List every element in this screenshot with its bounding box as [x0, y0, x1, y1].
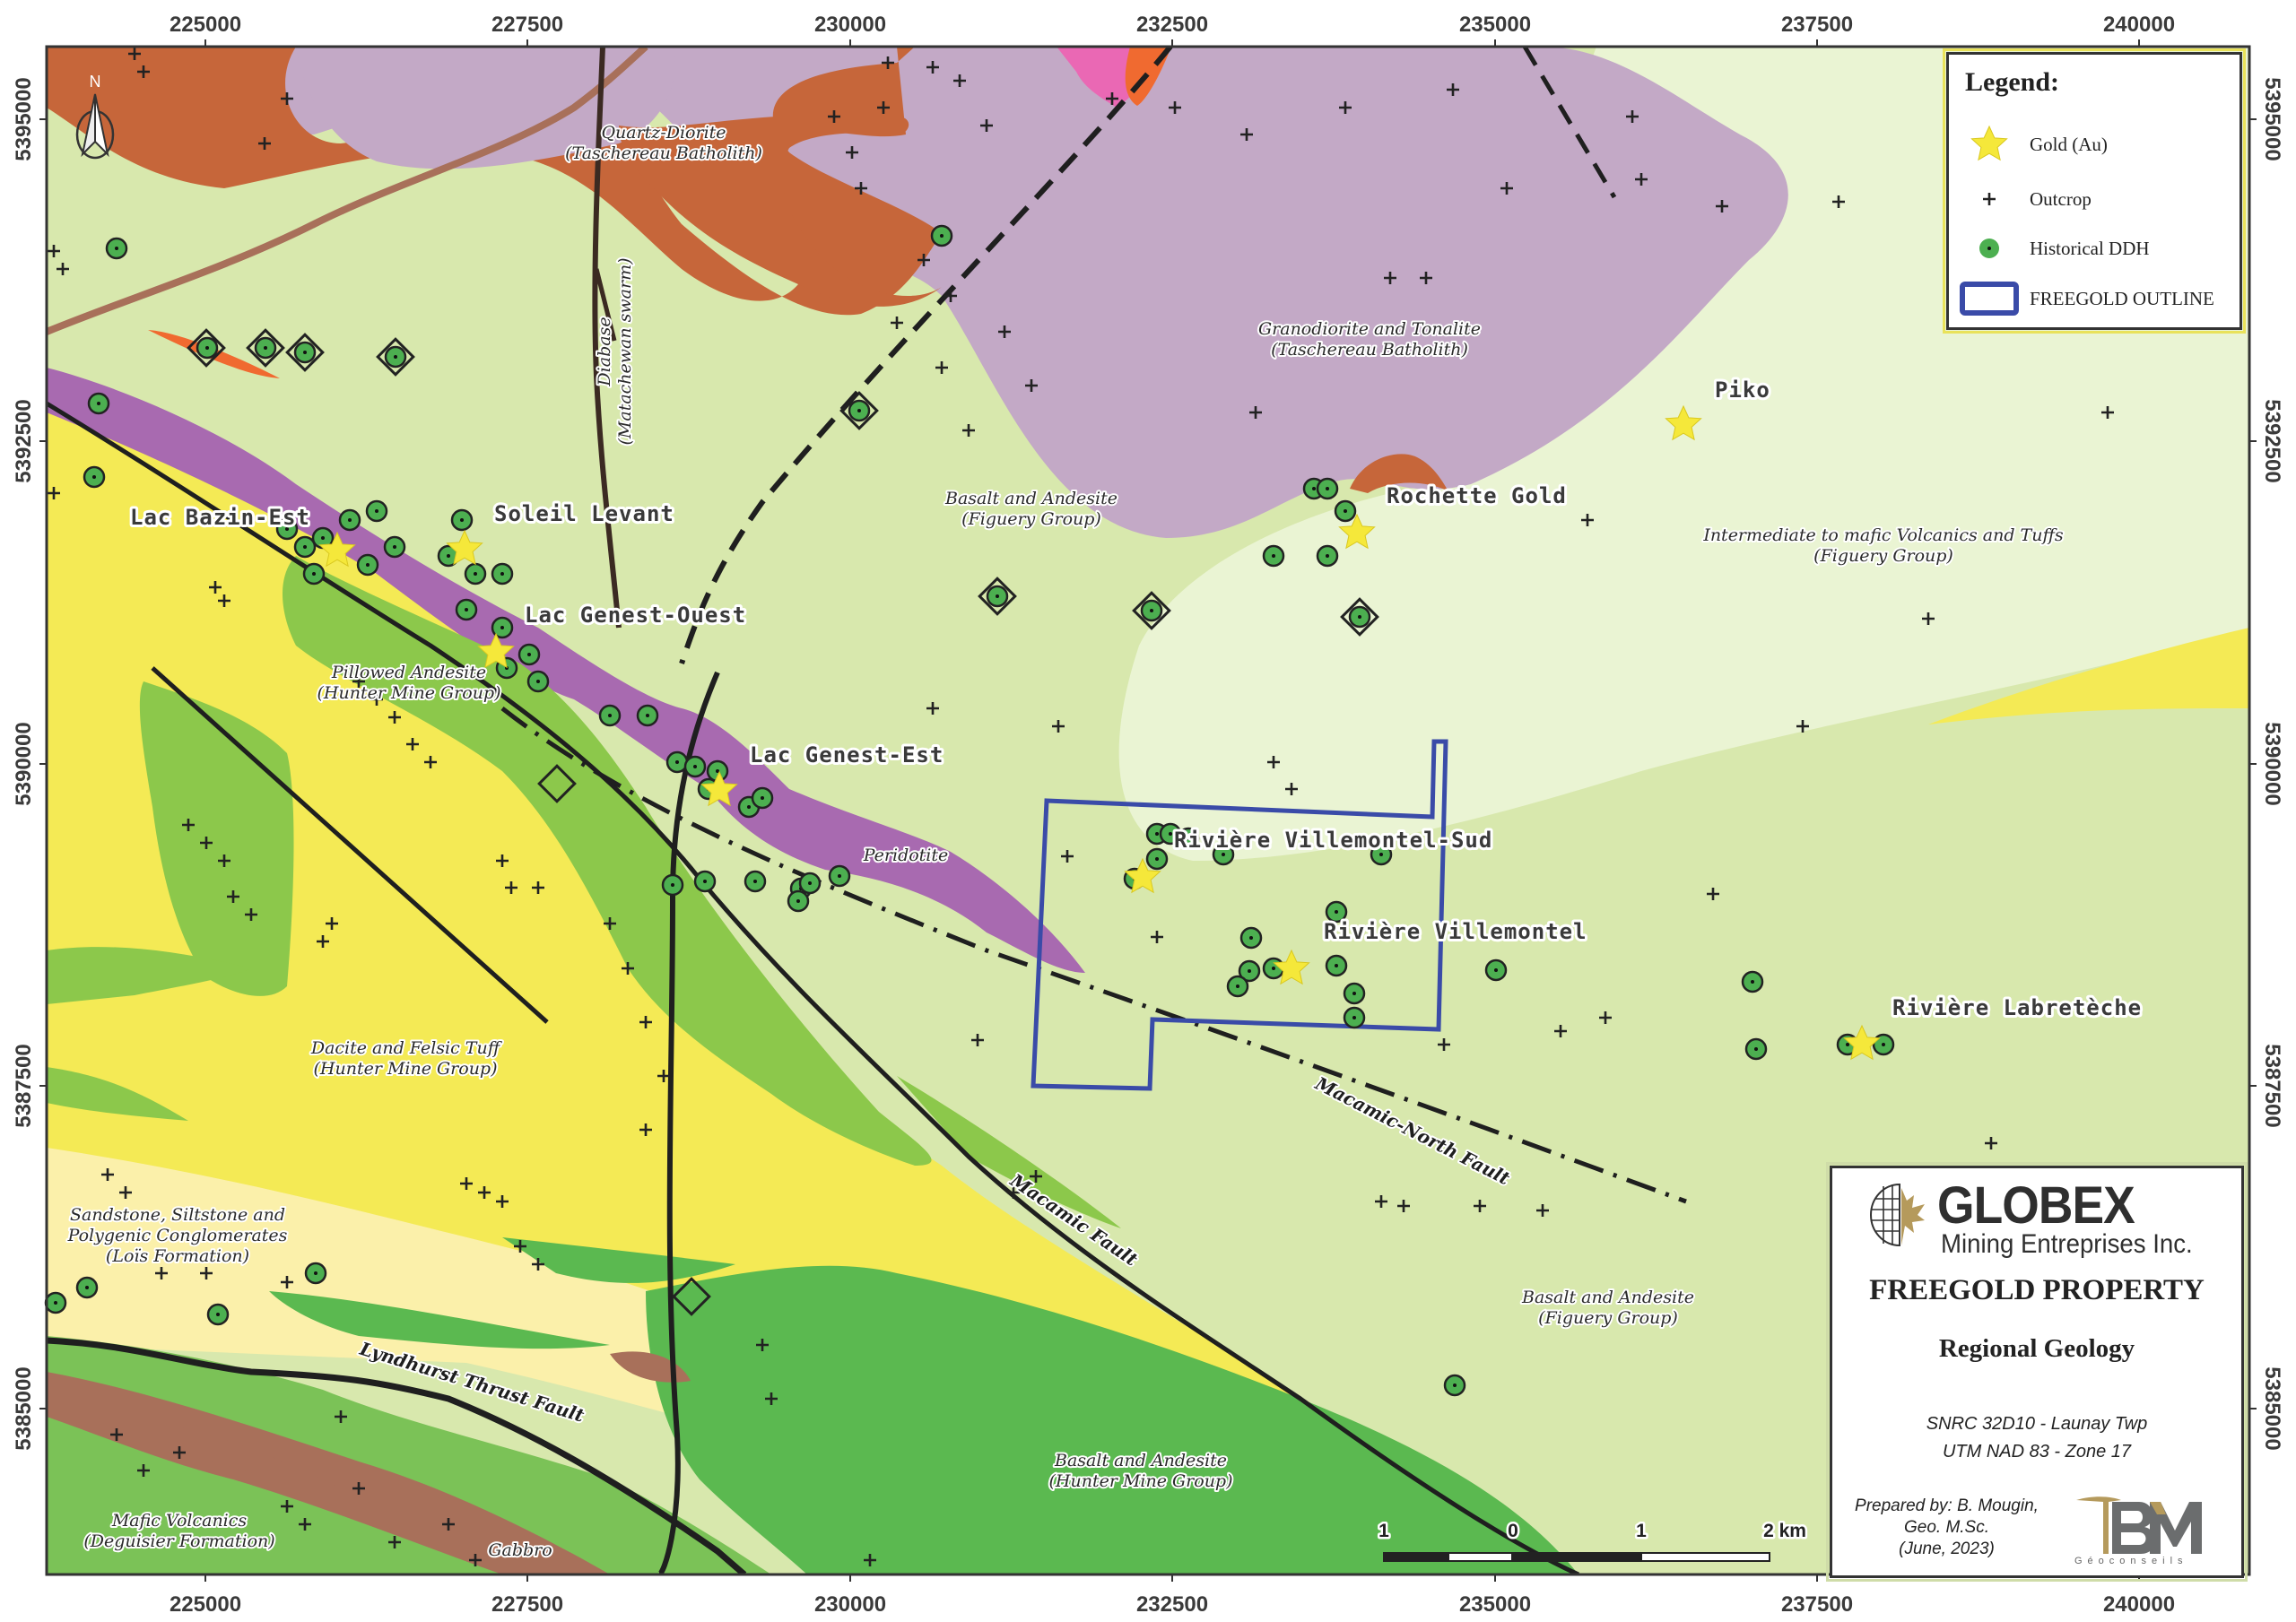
legend-item-gold: Gold (Au): [1949, 125, 2239, 162]
svg-text:232500: 232500: [1136, 1592, 1208, 1617]
legend-label-ddh: Historical DDH: [2030, 237, 2150, 259]
structures: [47, 47, 1687, 1574]
reference-line-1: SNRC 32D10 - Launay Twp: [1926, 1414, 2148, 1434]
prospect-label-soleil-levant[interactable]: Soleil Levant: [491, 499, 676, 529]
ddh-circle-icon: [1949, 230, 2030, 266]
svg-text:225000: 225000: [170, 1592, 241, 1617]
legend-label-outcrop: Outcrop: [2030, 187, 2092, 210]
unit-label-dacite-tuff: Dacite and Felsic Tuff(Hunter Mine Group…: [310, 1038, 503, 1079]
prepared-line-2: Geo. M.Sc.: [1903, 1518, 1990, 1537]
prepared-line-1: Prepared by: B. Mougin,: [1855, 1496, 2039, 1515]
svg-text:230000: 230000: [814, 1592, 886, 1617]
outline-rect-icon: [1949, 281, 2030, 317]
svg-text:5392500: 5392500: [12, 399, 36, 482]
x-axis-top: 225000 227500 230000 232500 235000 23750…: [170, 13, 2175, 47]
unit-label-basalt-hunter: Basalt and Andesite(Hunter Mine Group): [1048, 1451, 1232, 1491]
prospect-label-riviere-labreteche[interactable]: Rivière Labretèche: [1890, 993, 2144, 1023]
legend-title: Legend:: [1965, 67, 2059, 97]
svg-text:240000: 240000: [2103, 13, 2175, 37]
prepared-by: Prepared by: B. Mougin, Geo. M.Sc. (June…: [1832, 1496, 2061, 1560]
company-tagline: Mining Entreprises Inc.: [1941, 1229, 2193, 1259]
prospect-label-lac-bazin-est[interactable]: Lac Bazin-Est: [127, 502, 312, 533]
unit-label-granodiorite: Granodiorite and Tonalite(Taschereau Bat…: [1258, 319, 1481, 360]
map-frame: [45, 45, 2251, 1576]
prospect-label-rochette-gold[interactable]: Rochette Gold: [1384, 481, 1569, 511]
prospect-label-lac-genest-ouest[interactable]: Lac Genest-Ouest: [522, 600, 748, 630]
prepared-line-3: (June, 2023): [1899, 1540, 1995, 1558]
svg-text:5385000: 5385000: [12, 1366, 36, 1450]
reference-line-2: UTM NAD 83 - Zone 17: [1942, 1442, 2132, 1462]
scale-bar: 1 0 1 2 km: [1377, 1519, 1808, 1562]
prospect-labels: Lac Bazin-Est Soleil Levant Lac Genest-O…: [127, 375, 2144, 1023]
svg-text:5387500: 5387500: [2260, 1044, 2284, 1127]
unit-label-mafic-volcanics-deguisier: Mafic Volcanics(Deguisier Formation): [83, 1511, 274, 1551]
unit-label-quartz-diorite: Quartz-Diorite(Taschereau Batholith): [565, 123, 762, 163]
svg-text:5392500: 5392500: [2260, 399, 2284, 482]
unit-labels: Quartz-Diorite(Taschereau Batholith) Gra…: [65, 121, 2066, 1562]
svg-text:1: 1: [1636, 1521, 1647, 1541]
svg-text:235000: 235000: [1459, 13, 1531, 37]
freegold-outline[interactable]: [1031, 739, 1448, 1091]
y-axis-left: 5395000 5392500 5390000 5387500 5385000: [12, 77, 47, 1451]
svg-text:227500: 227500: [491, 13, 563, 37]
prospect-label-piko[interactable]: Piko: [1712, 375, 1772, 405]
legend-label-gold: Gold (Au): [2030, 133, 2108, 155]
svg-text:5390000: 5390000: [12, 722, 36, 805]
svg-text:230000: 230000: [814, 13, 886, 37]
svg-text:225000: 225000: [170, 13, 241, 37]
svg-text:5387500: 5387500: [12, 1044, 36, 1127]
map-reference: SNRC 32D10 - Launay Twp UTM NAD 83 - Zon…: [1832, 1410, 2241, 1466]
unit-label-peridotite: Peridotite: [863, 846, 949, 865]
svg-text:5395000: 5395000: [2260, 77, 2284, 160]
outcrop-cross-icon: [1949, 181, 2030, 217]
legend-label-outline: FREEGOLD OUTLINE: [2030, 287, 2214, 309]
svg-text:2 km: 2 km: [1763, 1521, 1806, 1541]
geology-units: [47, 47, 2249, 1574]
prospect-label-lac-genest-est[interactable]: Lac Genest-Est: [747, 740, 945, 770]
prospect-label-riviere-villemontel-sud[interactable]: Rivière Villemontel-Sud: [1171, 825, 1494, 855]
svg-text:1: 1: [1378, 1521, 1389, 1541]
bm-geoconseils-logo-icon: [2076, 1496, 2202, 1554]
svg-text:240000: 240000: [2103, 1592, 2175, 1617]
title-block: GLOBEX Mining Entreprises Inc. FREEGOLD …: [1826, 1162, 2248, 1582]
property-subtitle: Regional Geology: [1938, 1334, 2135, 1363]
svg-text:N: N: [90, 73, 101, 91]
svg-text:232500: 232500: [1136, 13, 1208, 37]
unit-label-basalt-figuery-north: Basalt and Andesite(Figuery Group): [944, 489, 1118, 529]
north-arrow-icon: N: [75, 73, 115, 160]
svg-text:237500: 237500: [1781, 13, 1853, 37]
svg-text:235000: 235000: [1459, 1592, 1531, 1617]
svg-text:0: 0: [1508, 1521, 1518, 1541]
unit-label-gabbro: Gabbro: [488, 1540, 552, 1560]
legend-item-outline: FREEGOLD OUTLINE: [1949, 281, 2239, 317]
ddh-diamond-markers: [187, 328, 1379, 1316]
property-title: FREEGOLD PROPERTY: [1869, 1274, 2205, 1306]
svg-text:227500: 227500: [491, 1592, 563, 1617]
unit-label-basalt-figuery-south: Basalt and Andesite(Figuery Group): [1521, 1288, 1694, 1328]
svg-text:5390000: 5390000: [2260, 722, 2284, 805]
unit-label-diabase: Diabase(Matachewan swarm): [595, 258, 635, 446]
legend-item-ddh: Historical DDH: [1949, 230, 2239, 266]
unit-label-intermediate-volcanics: Intermediate to mafic Volcanics and Tuff…: [1702, 525, 2064, 566]
x-axis-bottom: 225000 227500 230000 232500 235000 23750…: [170, 1574, 2175, 1617]
legend-panel: Legend: Gold (Au) Outcrop Historical DDH…: [1943, 48, 2246, 334]
company-name: GLOBEX: [1937, 1176, 2135, 1235]
globex-globe-icon: [1870, 1183, 1925, 1247]
prospect-label-riviere-villemontel[interactable]: Rivière Villemontel: [1321, 916, 1589, 947]
legend-item-outcrop: Outcrop: [1949, 181, 2239, 217]
consultant-name: Géoconseils: [2074, 1556, 2188, 1566]
svg-text:237500: 237500: [1781, 1592, 1853, 1617]
unit-label-pillowed-andesite: Pillowed Andesite(Hunter Mine Group): [317, 663, 500, 703]
svg-text:5385000: 5385000: [2260, 1366, 2284, 1450]
svg-text:5395000: 5395000: [12, 77, 36, 160]
gold-star-icon: [1949, 125, 2030, 162]
y-axis-right: 5395000 5392500 5390000 5387500 5385000: [2249, 77, 2284, 1451]
